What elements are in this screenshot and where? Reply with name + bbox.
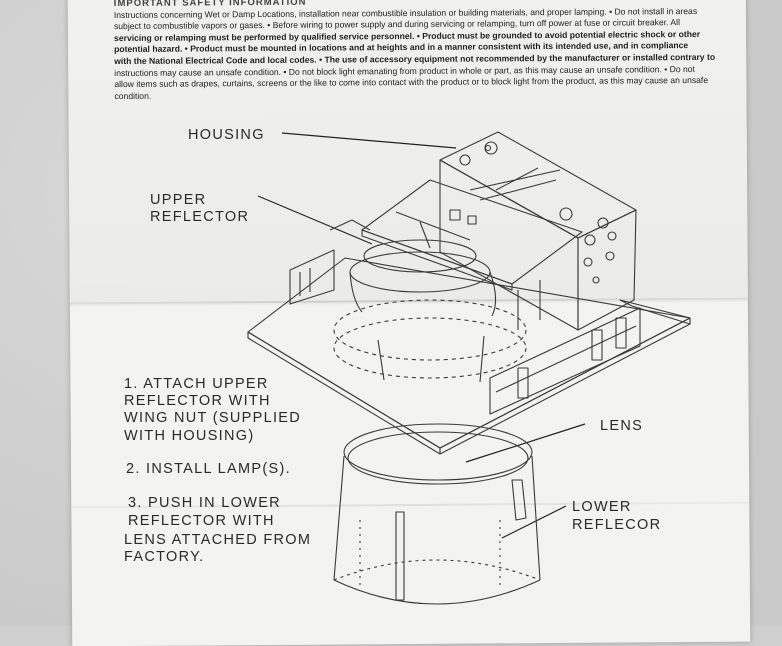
upper-reflector-label-line1: UPPER (150, 192, 207, 208)
housing-label: HOUSING (188, 127, 265, 143)
upper-reflector-label-line2: REFLECTOR (150, 209, 250, 225)
step1-line2: REFLECTOR WITH (124, 393, 271, 409)
step2-text: 2. INSTALL LAMP(S). (126, 461, 291, 477)
lower-reflector (333, 423, 541, 605)
housing-bracket (329, 179, 583, 330)
fixture-diagram (247, 131, 691, 605)
lower-reflector-label-line2: REFLECOR (572, 517, 662, 533)
lower-reflector-leader (501, 505, 567, 539)
step3-line2: REFLECTOR WITH (128, 513, 275, 529)
upper-reflector-leader (257, 195, 373, 245)
step3-line3: LENS ATTACHED FROM (124, 532, 312, 548)
step3-line4: FACTORY. (124, 549, 205, 565)
step1-line1: 1. ATTACH UPPER (124, 376, 269, 392)
junction-box (439, 131, 637, 331)
lower-reflector-label-line1: LOWER (572, 499, 632, 515)
step1-line4: WITH HOUSING) (124, 428, 255, 444)
leader-lines (257, 132, 586, 539)
side-clips (289, 249, 691, 415)
housing-leader (281, 132, 457, 149)
lens-leader (465, 423, 586, 463)
step3-line1: 3. PUSH IN LOWER (128, 495, 281, 511)
lens-label: LENS (600, 418, 644, 434)
upper-reflector (333, 239, 527, 383)
step1-line3: WING NUT (SUPPLIED (124, 410, 302, 426)
